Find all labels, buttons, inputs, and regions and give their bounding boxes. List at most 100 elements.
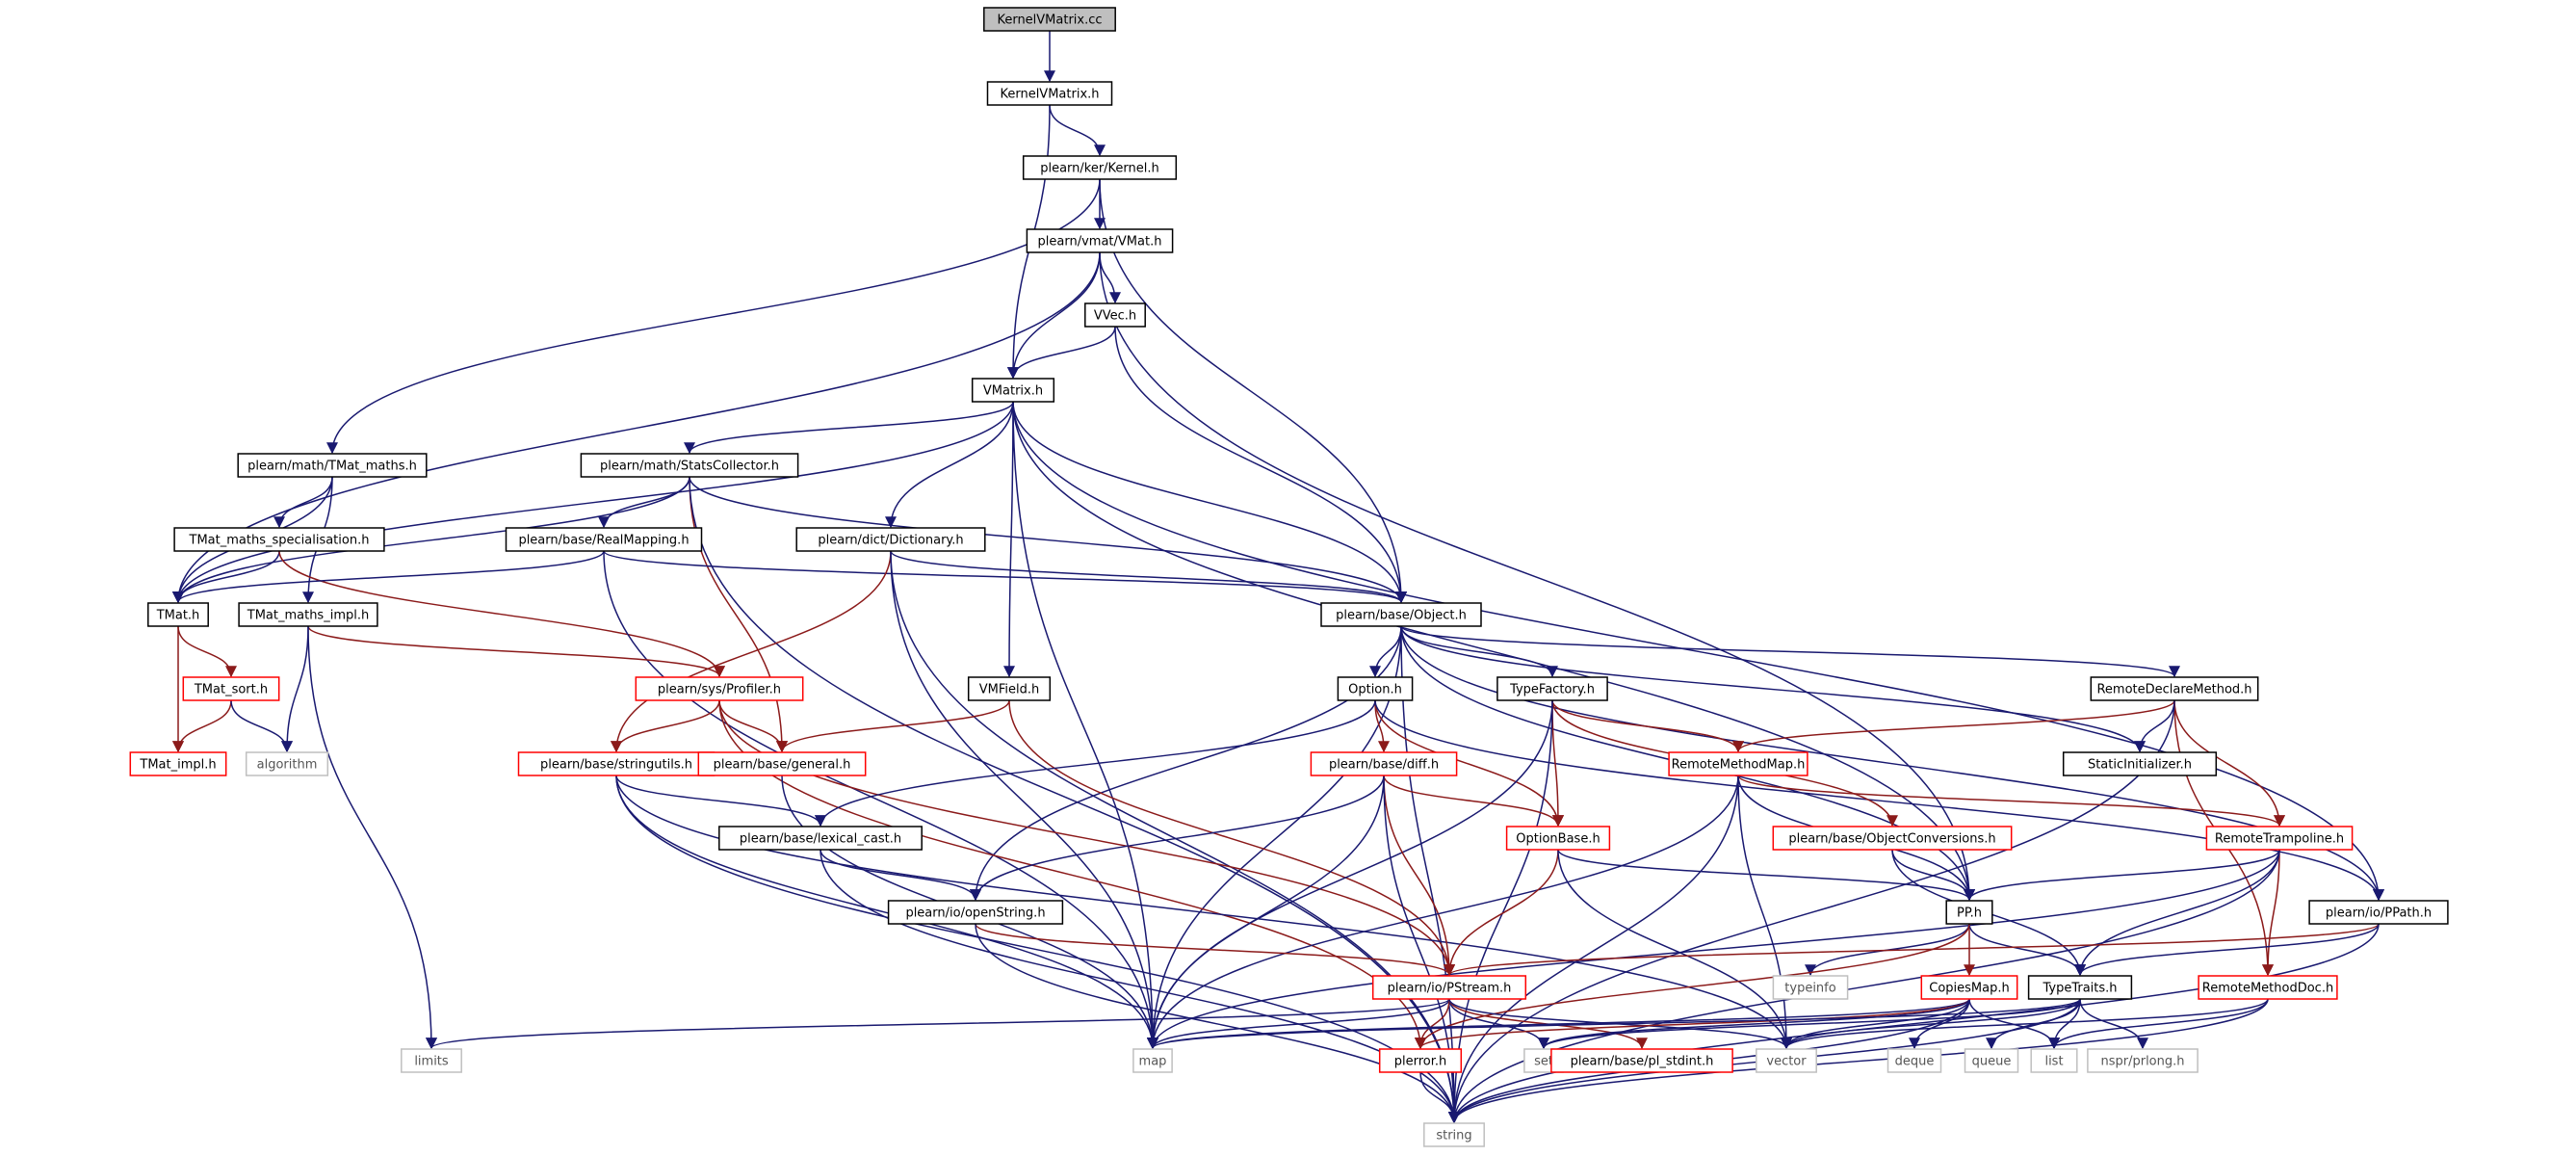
node-box [1423,1122,1485,1147]
edge-plearn-math-statscollector-h-to-plearn-base-object-h [689,476,1407,604]
edge-plearn-io-openstring-h-to-string [975,923,1460,1124]
node-kernelvmatrix-cc[interactable]: KernelVMatrix.cc [983,7,1116,32]
edge-plearn-io-pstream-h-to-limits [426,998,1450,1050]
edge-plearn-base-stringutils-h-to-vector [615,775,1792,1050]
node-box [2030,1048,2078,1073]
node-remotemethoddoc-h[interactable]: RemoteMethodDoc.h [2198,975,2338,1000]
node-plearn-base-diff-h[interactable]: plearn/base/diff.h [1310,751,1458,776]
node-plearn-vmat-vmat-h[interactable]: plearn/vmat/VMat.h [1026,228,1174,253]
edge-remotetrampoline-h-to-map [1147,849,2280,1050]
node-optionbase-h[interactable]: OptionBase.h [1505,826,1611,851]
node-tmat-maths-impl-h[interactable]: TMat_maths_impl.h [238,602,378,627]
node-tmat-h[interactable]: TMat.h [147,602,209,627]
edge-plearn-sys-profiler-h-to-plearn-base-stringutils-h [611,699,720,753]
edge-vmfield-h-to-plearn-base-general-h [776,699,1010,753]
node-plearn-base-stringutils-h[interactable]: plearn/base/stringutils.h [517,751,716,776]
node-label: plearn/ker/Kernel.h [1040,162,1159,176]
node-label: plearn/base/diff.h [1329,758,1439,773]
node-plearn-base-lexical-cast-h[interactable]: plearn/base/lexical_cast.h [718,826,923,851]
node-label: plearn/base/stringutils.h [540,758,692,773]
edge-vmatrix-h-to-plearn-io-ppath-h [1012,401,2384,902]
node-box [1310,751,1458,776]
node-vvec-h[interactable]: VVec.h [1084,302,1146,328]
node-box [795,527,986,552]
edge-vmatrix-h-to-vmfield-h [1003,401,1016,678]
node-label: RemoteDeclareMethod.h [2096,683,2251,697]
node-box [2090,676,2259,701]
edge-plearn-dict-dictionary-h-to-map [890,550,1158,1050]
edge-layer [172,30,2384,1124]
node-plearn-base-realmapping-h[interactable]: plearn/base/RealMapping.h [505,527,703,552]
node-box [1920,975,2018,1000]
edge-remotemethodmap-h-to-map [1147,775,1739,1050]
node-box [1378,1048,1463,1073]
node-pp-h[interactable]: PP.h [1945,900,1993,925]
node-box [2308,900,2449,925]
node-label: plearn/vmat/VMat.h [1038,235,1162,250]
node-plearn-ker-kernel-h[interactable]: plearn/ker/Kernel.h [1022,155,1178,180]
edge-vmatrix-h-to-plearn-dict-dictionary-h [885,401,1014,529]
edge-vvec-h-to-plearn-base-object-h [1114,326,1407,604]
node-box [986,81,1113,106]
node-plearn-base-general-h[interactable]: plearn/base/general.h [697,751,867,776]
node-label: TMat_maths_impl.h [247,609,369,623]
node-plearn-base-pl-stdint-h[interactable]: plearn/base/pl_stdint.h [1550,1048,1733,1073]
node-remotemethodmap-h[interactable]: RemoteMethodMap.h [1668,751,1808,776]
node-label: RemoteMethodDoc.h [2202,982,2333,996]
node-typetraits-h[interactable]: TypeTraits.h [2027,975,2133,1000]
node-remotedeclaremethod-h[interactable]: RemoteDeclareMethod.h [2090,676,2259,701]
edge-plearn-io-openstring-h-to-plearn-io-pstream-h [975,923,1455,977]
edge-typetraits-h-to-set [1538,998,2081,1050]
node-kernelvmatrix-h[interactable]: KernelVMatrix.h [986,81,1113,106]
node-label: set [1534,1055,1553,1069]
node-label: limits [414,1055,449,1069]
node-box [1772,975,1849,1000]
node-label: vector [1766,1055,1807,1069]
node-plearn-base-objectconversions-h[interactable]: plearn/base/ObjectConversions.h [1772,826,2013,851]
node-plearn-math-tmat-maths-h[interactable]: plearn/math/TMat_maths.h [237,453,428,478]
edge-plearn-base-object-h-to-staticinitializer-h [1400,625,2146,753]
edge-tmat-h-to-tmat-sort-h [177,625,237,678]
node-plearn-dict-dictionary-h[interactable]: plearn/dict/Dictionary.h [795,527,986,552]
edge-vmatrix-h-to-tmat-h [172,401,1014,604]
node-plearn-math-statscollector-h[interactable]: plearn/math/StatsCollector.h [580,453,799,478]
node-plearn-io-openstring-h[interactable]: plearn/io/openString.h [887,900,1064,925]
node-label: plearn/dict/Dictionary.h [818,534,963,548]
node-plearn-sys-profiler-h[interactable]: plearn/sys/Profiler.h [635,676,804,701]
edge-remotemethodmap-h-to-remotetrampoline-h [1737,775,2285,828]
edge-plearn-math-statscollector-h-to-plearn-base-general-h [689,476,788,753]
node-plerror-h[interactable]: plerror.h [1378,1048,1463,1073]
node-vmatrix-h[interactable]: VMatrix.h [971,378,1055,403]
node-box [1496,676,1608,701]
node-tmat-impl-h[interactable]: TMat_impl.h [129,751,227,776]
node-label: TMat.h [156,609,200,623]
node-box [2062,751,2218,776]
node-remotetrampoline-h[interactable]: RemoteTrampoline.h [2205,826,2354,851]
node-option-h[interactable]: Option.h [1337,676,1414,701]
edge-remotedeclaremethod-h-to-remotetrampoline-h [2173,699,2285,828]
edge-plearn-dict-dictionary-h-to-plearn-base-stringutils-h [611,550,892,753]
node-staticinitializer-h[interactable]: StaticInitializer.h [2062,751,2218,776]
node-box [237,453,428,478]
node-label: CopiesMap.h [1929,982,2009,996]
node-label: KernelVMatrix.cc [997,13,1102,28]
node-box [1550,1048,1733,1073]
edge-option-h-to-plearn-io-ppath-h [1374,699,2384,902]
node-plearn-base-object-h[interactable]: plearn/base/Object.h [1320,602,1482,627]
node-box [1022,155,1178,180]
node-label: plearn/base/pl_stdint.h [1571,1055,1714,1069]
node-typefactory-h[interactable]: TypeFactory.h [1496,676,1608,701]
node-plearn-io-ppath-h[interactable]: plearn/io/PPath.h [2308,900,2449,925]
edge-plearn-base-stringutils-h-to-plearn-base-lexical-cast-h [615,775,826,828]
node-box [1756,1048,1817,1073]
edge-typefactory-h-to-string [1448,699,1553,1124]
edge-vvec-h-to-vmatrix-h [1007,326,1116,380]
node-plearn-io-pstream-h[interactable]: plearn/io/PStream.h [1371,975,1527,1000]
node-tmat-maths-specialisation-h[interactable]: TMat_maths_specialisation.h [173,527,385,552]
node-vmfield-h[interactable]: VMField.h [967,676,1052,701]
node-label: VMField.h [979,683,1040,697]
node-tmat-sort-h[interactable]: TMat_sort.h [182,676,280,701]
node-copiesmap-h[interactable]: CopiesMap.h [1920,975,2018,1000]
edge-vmfield-h-to-plearn-io-pstream-h [1008,699,1455,977]
